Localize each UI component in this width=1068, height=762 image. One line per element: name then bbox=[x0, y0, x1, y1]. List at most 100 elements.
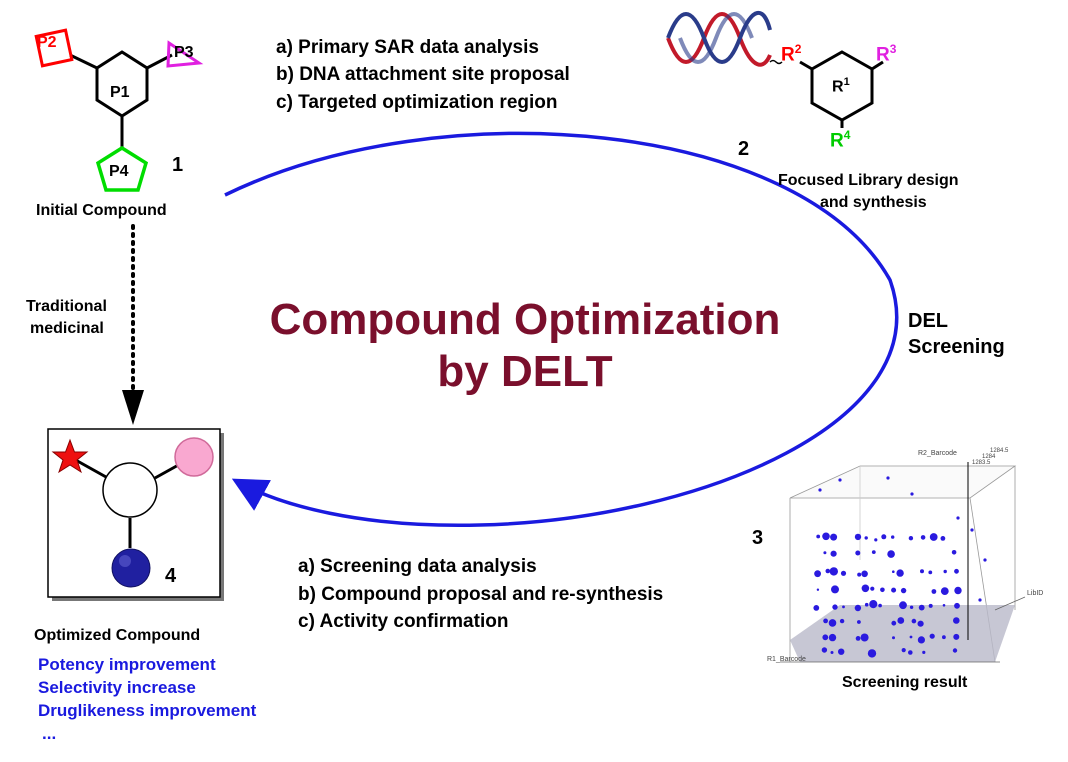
plot-dot bbox=[896, 569, 904, 577]
plot-dot bbox=[822, 532, 830, 541]
plot-dot bbox=[861, 570, 868, 578]
plot-dot bbox=[891, 620, 897, 626]
plot-dot bbox=[825, 568, 831, 574]
step3-point-a: a) Screening data analysis bbox=[298, 556, 537, 577]
step3-point-b: b) Compound proposal and re-synthesis bbox=[298, 584, 664, 605]
plot-dot bbox=[822, 634, 829, 641]
plot-dot bbox=[940, 536, 946, 541]
pink-substituent bbox=[174, 437, 214, 477]
plot-dot bbox=[878, 603, 882, 608]
plot-dot bbox=[951, 550, 957, 555]
plot-dot bbox=[816, 588, 820, 591]
plot-dot bbox=[952, 648, 958, 653]
plot-dot bbox=[831, 585, 839, 594]
p3-label: P3 bbox=[174, 44, 194, 61]
main-title-line2: by DELT bbox=[437, 347, 613, 396]
plot-dot bbox=[887, 550, 895, 558]
plot-dot bbox=[891, 535, 895, 539]
step1-point-c: c) Targeted optimization region bbox=[276, 92, 558, 113]
plot-dot bbox=[832, 604, 838, 610]
plot-dot bbox=[953, 633, 960, 640]
r1-label: R1 bbox=[832, 76, 850, 96]
plot-dot bbox=[830, 651, 834, 654]
step1-point-b: b) DNA attachment site proposal bbox=[276, 64, 570, 85]
plot-tick-c: 1283.5 bbox=[972, 460, 991, 466]
plot-dot bbox=[823, 551, 827, 555]
main-title-line1: Compound Optimization bbox=[269, 295, 781, 344]
red-star-substituent bbox=[51, 438, 89, 474]
plot-dot bbox=[953, 617, 960, 624]
screening-plot bbox=[780, 462, 1026, 663]
blue-substituent bbox=[111, 548, 151, 588]
step4-number: 4 bbox=[165, 565, 177, 587]
plot-dot bbox=[929, 533, 938, 541]
cycle-arrow-top bbox=[224, 131, 899, 528]
plot-dot bbox=[901, 648, 906, 653]
plot-dot bbox=[920, 535, 926, 540]
plot-dot bbox=[954, 568, 959, 574]
plot-tick-a: 1284.5 bbox=[990, 448, 1009, 454]
step1-number: 1 bbox=[172, 154, 184, 176]
p3-triangle bbox=[166, 40, 204, 68]
plot-dot bbox=[942, 635, 946, 640]
plot-dot bbox=[838, 478, 842, 482]
optimized-compound-box bbox=[47, 428, 224, 601]
plot-dot bbox=[867, 649, 877, 658]
step3-point-c: c) Activity confirmation bbox=[298, 611, 509, 632]
plot-dot bbox=[908, 650, 913, 655]
benefit-item: Druglikeness improvement bbox=[38, 701, 257, 720]
optimized-compound-caption: Optimized Compound bbox=[34, 627, 201, 644]
plot-dot bbox=[970, 528, 974, 532]
plot-dot bbox=[829, 567, 838, 576]
plot-dot bbox=[855, 550, 861, 556]
plot-dot bbox=[942, 604, 946, 607]
plot-dot bbox=[931, 589, 937, 594]
p1-label: P1 bbox=[110, 84, 130, 101]
plot-dot bbox=[943, 569, 947, 574]
traditional-arrow-head bbox=[122, 390, 144, 425]
plot-dot bbox=[864, 602, 869, 607]
plot-dot bbox=[869, 600, 878, 609]
plot-dot bbox=[870, 586, 875, 591]
traditional-line2: medicinal bbox=[30, 320, 104, 337]
step1-point-a: a) Primary SAR data analysis bbox=[276, 37, 539, 58]
plot-dot bbox=[891, 587, 897, 593]
plot-dot bbox=[897, 617, 905, 624]
r4-label: R4 bbox=[830, 128, 851, 152]
p2-label: P2 bbox=[37, 34, 57, 51]
plot-dot bbox=[940, 587, 949, 595]
r3-label: R3 bbox=[876, 42, 897, 66]
step3-number: 3 bbox=[752, 527, 764, 549]
p2-square bbox=[34, 28, 74, 68]
plot-dot bbox=[813, 605, 820, 611]
plot-dot bbox=[917, 636, 926, 644]
plot-dot bbox=[954, 602, 960, 609]
plot-dot bbox=[828, 619, 837, 627]
plot-dot bbox=[881, 534, 887, 540]
plot-dot bbox=[874, 538, 878, 542]
plot-dot bbox=[928, 570, 933, 575]
plot-dot bbox=[917, 620, 924, 627]
plot-dot bbox=[816, 534, 821, 539]
library-caption-line2: and synthesis bbox=[820, 194, 927, 211]
initial-compound-caption: Initial Compound bbox=[36, 202, 167, 219]
traditional-line1: Traditional bbox=[26, 298, 107, 315]
r2-label: R2 bbox=[781, 42, 802, 66]
plot-dot bbox=[864, 536, 868, 540]
plot-dot bbox=[842, 605, 845, 609]
plot-dot bbox=[909, 605, 914, 609]
plot-tick-b: 1284 bbox=[982, 454, 996, 460]
plot-dot bbox=[910, 492, 914, 496]
plot-dot bbox=[920, 569, 924, 574]
core-circle bbox=[102, 462, 158, 518]
del-screening-line2: Screening bbox=[908, 336, 1005, 358]
plot-dot bbox=[886, 476, 890, 480]
plot-dot bbox=[880, 587, 885, 593]
plot-dot bbox=[928, 603, 933, 608]
benefit-item: Selectivity increase bbox=[38, 678, 196, 697]
p4-pentagon bbox=[95, 145, 149, 192]
plot-dot bbox=[830, 533, 838, 541]
del-screening-line1: DEL bbox=[908, 310, 948, 332]
plot-dot bbox=[918, 604, 925, 611]
